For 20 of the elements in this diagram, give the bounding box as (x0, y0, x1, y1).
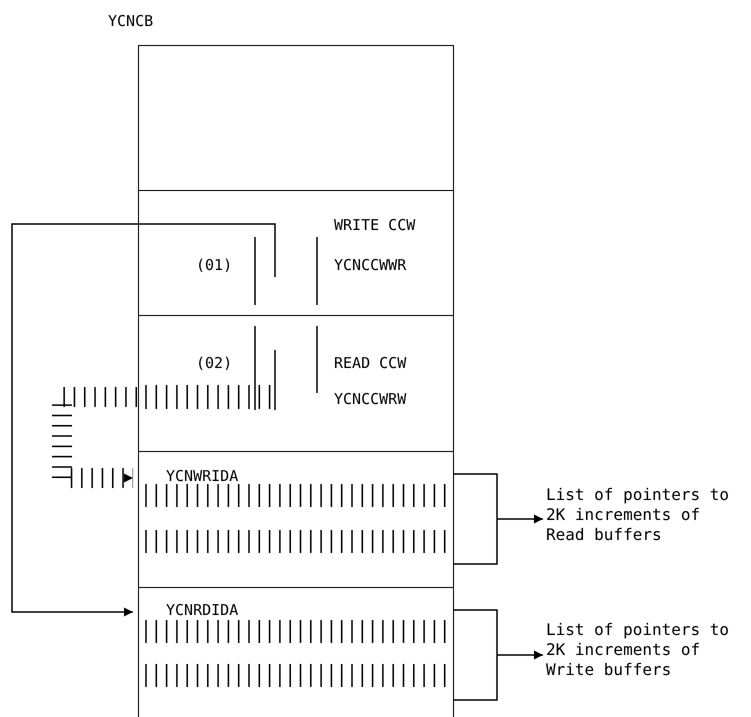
arrow (453, 609, 544, 701)
field-name: YCNWRIDA (166, 467, 238, 485)
field-name: YCNRDIDA (166, 601, 238, 619)
field-description: READ CCW (334, 354, 406, 372)
note-text: List of pointers to 2K increments of Read buffers (546, 485, 741, 545)
hatched-arrow (52, 387, 137, 488)
field-description: WRITE CCW (334, 216, 416, 234)
note-text: List of pointers to 2K increments of Write buffers (546, 620, 741, 680)
field-box (138, 45, 454, 190)
field-box (138, 190, 454, 315)
arrow (453, 473, 544, 565)
field-box (138, 587, 454, 717)
field-box (138, 315, 454, 451)
field-name: YCNCCWRW (334, 390, 406, 408)
arrow (11, 223, 276, 616)
field-box (138, 451, 454, 587)
field-offset: (01) (196, 256, 232, 274)
field-name: YCNCCWWR (334, 256, 406, 274)
field-offset: (02) (196, 354, 232, 372)
block-name: YCNCB (108, 12, 154, 30)
